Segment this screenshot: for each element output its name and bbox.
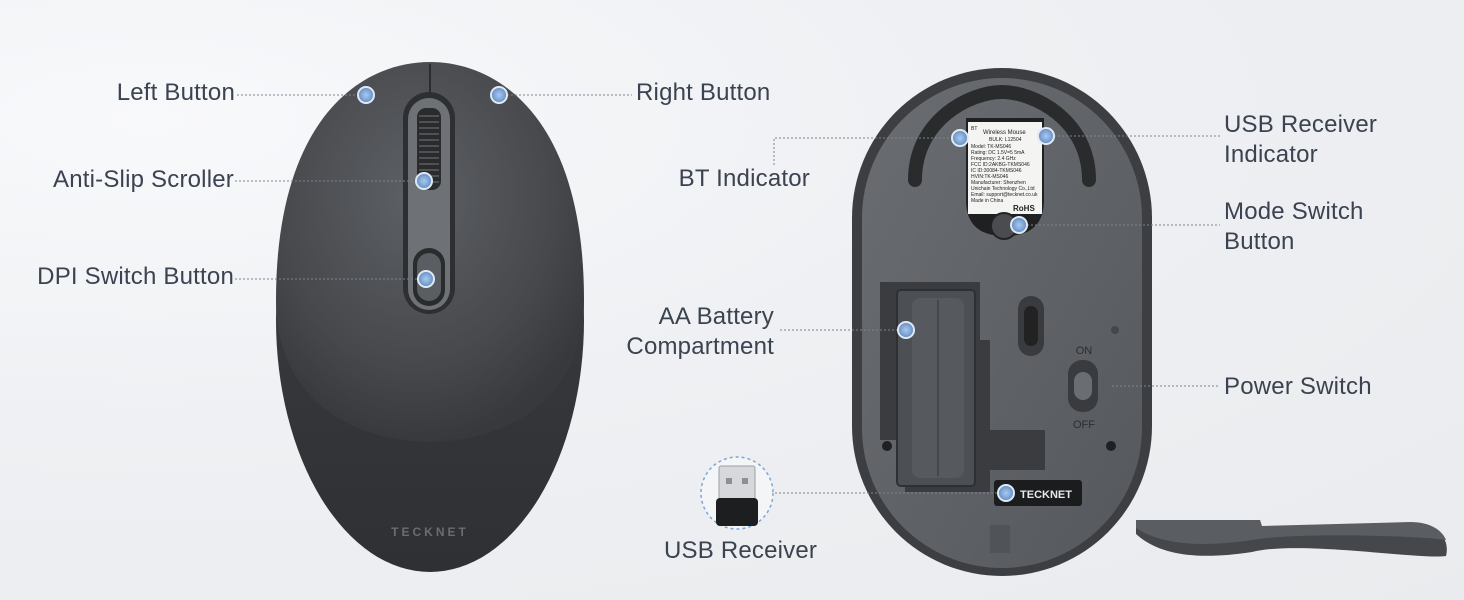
label-title: Wireless Mouse (983, 130, 1026, 136)
label-manufacturer: Manufacturer: Shenzhen (971, 180, 1026, 186)
mode-switch-button-label-1: Mode Switch (1224, 198, 1364, 225)
receiver-logo: TECKNET (1020, 489, 1072, 501)
label-rating: Rating: DC 1.5V=5 5mA (971, 150, 1025, 156)
label-made-in: Made in China (971, 198, 1003, 204)
label-company: Unichain Technology Co.,Ltd (971, 186, 1035, 192)
right-button-label: Right Button (636, 79, 771, 106)
leader-lines (235, 94, 1220, 494)
mouse-top-view: TECKNET (276, 62, 584, 572)
aa-battery-label-1: AA Battery (658, 303, 774, 330)
bt-indicator-label: BT Indicator (678, 165, 810, 192)
label-model: Model: TK-MS046 (971, 144, 1011, 150)
dpi-switch-button-label: DPI Switch Button (37, 263, 234, 290)
switch-on-label: ON (1076, 345, 1093, 357)
label-hvin: HVIN:TK-MS046 (971, 174, 1008, 180)
callout-dots (357, 86, 1055, 502)
label-bt: BT (971, 126, 977, 132)
switch-off-label: OFF (1073, 419, 1095, 431)
aa-battery-label-2: Compartment (626, 333, 774, 360)
usb-receiver-indicator-label-2: Indicator (1224, 141, 1318, 168)
label-rohs: RoHS (1013, 204, 1035, 213)
label-frequency: Frequency: 2.4 GHz (971, 156, 1016, 162)
usb-receiver-inset (700, 456, 774, 530)
mouse-logo: TECKNET (391, 525, 469, 539)
label-ic: IC ID:30084-TKMS046 (971, 168, 1022, 174)
bottom-label-text: BT Wireless Mouse BULK: L12504 Model: TK… (971, 126, 1038, 213)
left-button-label: Left Button (116, 79, 235, 106)
label-bulk: BULK: L12504 (989, 137, 1022, 143)
label-email: Email: support@tecknet.co.uk (971, 192, 1038, 198)
label-fcc: FCC ID:2AKBG-TKMS046 (971, 162, 1030, 168)
usb-receiver-indicator-label-1: USB Receiver (1224, 111, 1378, 138)
anti-slip-scroller-label: Anti-Slip Scroller (53, 166, 234, 193)
battery-cover (1136, 520, 1447, 557)
usb-receiver-label: USB Receiver (664, 537, 818, 564)
mouse-bottom-view: ON OFF TECKNET (852, 68, 1152, 576)
power-switch-label: Power Switch (1224, 373, 1372, 400)
mode-switch-button-label-2: Button (1224, 228, 1295, 255)
